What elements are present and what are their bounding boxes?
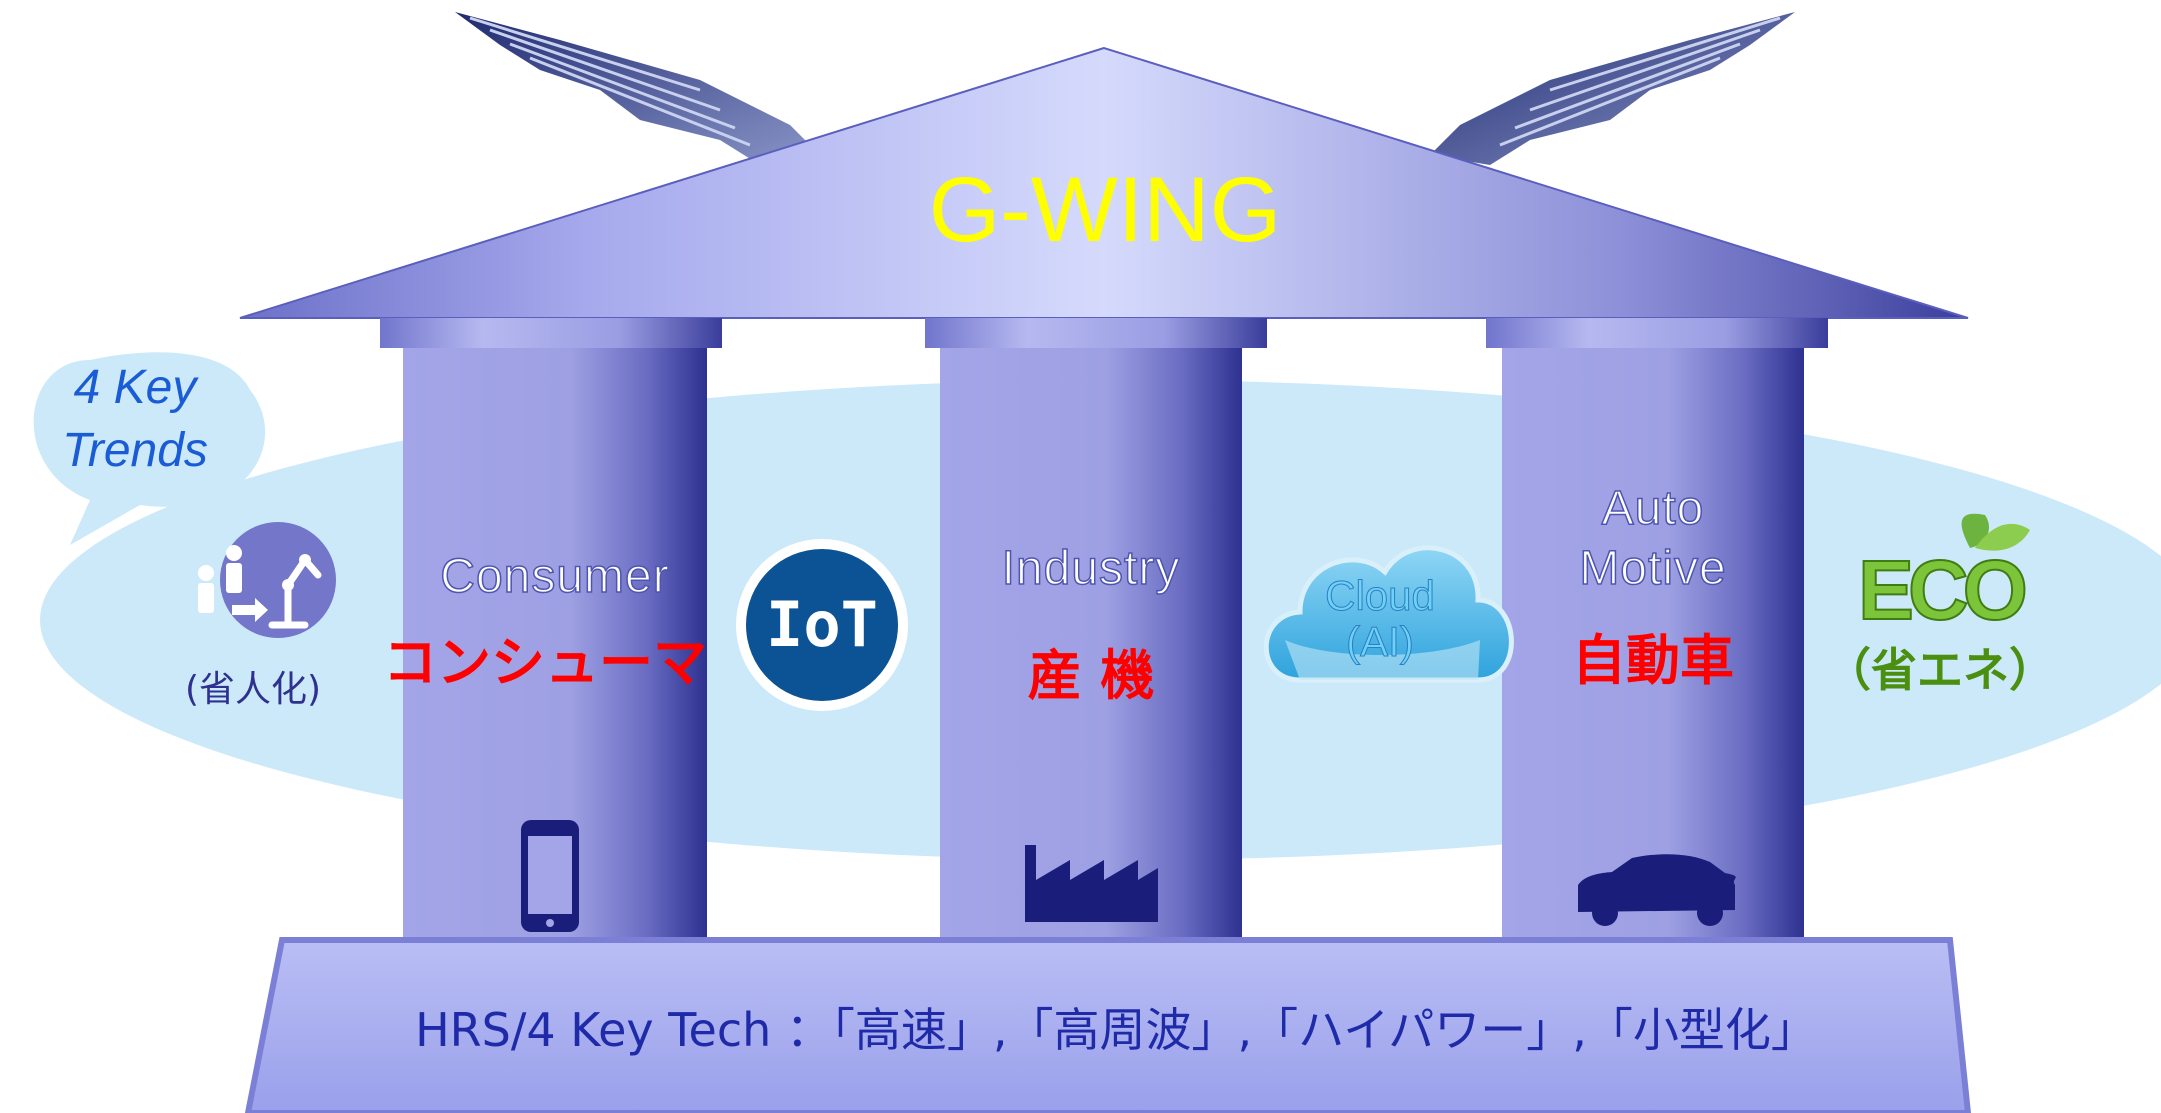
energy-saving-label: （省エネ） bbox=[1825, 643, 2055, 697]
trends-label-line2: Trends bbox=[62, 424, 208, 477]
cloud-label-line1: Cloud bbox=[1325, 572, 1436, 619]
pillar-capital-industry bbox=[925, 318, 1267, 348]
pillar-automotive-en-label-line2: Motive bbox=[1579, 541, 1727, 596]
automation-robot-icon bbox=[198, 522, 336, 638]
cloud-label-line2: (AI) bbox=[1346, 618, 1415, 665]
trends-callout-bubble bbox=[33, 352, 266, 545]
right-wing-icon bbox=[1430, 12, 1795, 165]
factory-icon bbox=[1025, 845, 1158, 922]
car-icon bbox=[1578, 854, 1736, 926]
pillar-automotive-en-label-line1: Auto bbox=[1601, 481, 1705, 536]
eco-logo: ECO bbox=[1857, 543, 2029, 637]
pillar-industry-en-label: Industry bbox=[1001, 541, 1181, 596]
pillar-consumer-en-label: Consumer bbox=[440, 549, 670, 604]
eco-leaf-icon bbox=[1961, 513, 2030, 551]
iot-badge-icon bbox=[736, 539, 908, 711]
labor-saving-label: (省人化) bbox=[184, 669, 322, 710]
iot-label: IoT bbox=[766, 588, 878, 661]
smartphone-icon bbox=[521, 820, 579, 932]
key-tech-statement: HRS/4 Key Tech ：「高速」,「高周波」,「ハイパワー」,「小型化」 bbox=[415, 1003, 1817, 1057]
pillar-consumer-jp-label: コンシューマ bbox=[383, 631, 707, 694]
pillar-industry-jp-label: 産 機 bbox=[1027, 644, 1155, 707]
pillar-automotive bbox=[1502, 348, 1804, 945]
trends-label-line1: 4 Key bbox=[73, 361, 197, 414]
pillar-automotive-jp-label: 自動車 bbox=[1572, 629, 1734, 692]
pillar-industry bbox=[940, 348, 1242, 945]
cloud-ai-icon bbox=[1263, 545, 1514, 683]
temple-base bbox=[244, 937, 1972, 1113]
pillar-capital-consumer bbox=[380, 318, 722, 348]
diagram-title: G-WING bbox=[928, 159, 1282, 261]
pillar-capital-automotive bbox=[1486, 318, 1828, 348]
left-wing-icon bbox=[455, 12, 820, 165]
